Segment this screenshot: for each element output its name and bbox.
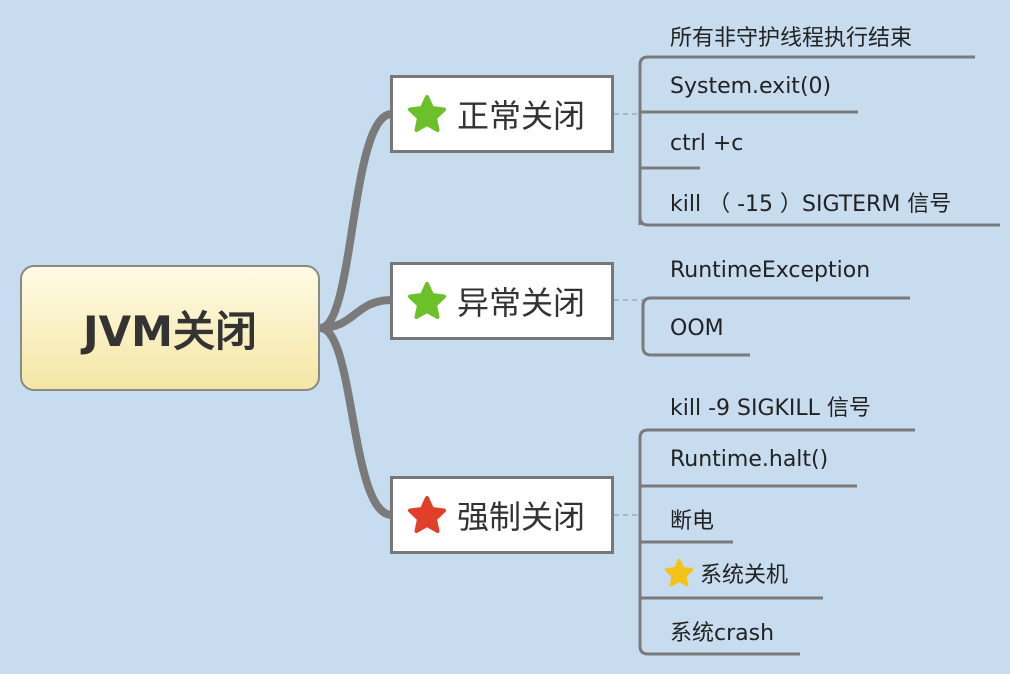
green-star-icon	[407, 94, 447, 134]
leaf-item[interactable]: 断电	[670, 509, 715, 534]
leaf-item[interactable]: OOM	[670, 316, 724, 341]
leaf-item-system-shutdown[interactable]: 系统关机	[670, 557, 788, 589]
connector-normal	[316, 110, 396, 332]
leaf-item[interactable]: ctrl +c	[670, 131, 744, 156]
connector-forced	[316, 324, 396, 519]
leaf-label: 系统关机	[700, 563, 789, 588]
leaf-item[interactable]: 所有非守护线程执行结束	[670, 26, 913, 51]
bracket-abnormal	[641, 296, 910, 347]
connector-abnormal	[316, 296, 396, 332]
branch-label: 异常关闭	[457, 284, 586, 322]
branch-label: 正常关闭	[457, 97, 586, 135]
root-node[interactable]: JVM关闭	[20, 265, 320, 391]
root-label: JVM关闭	[83, 306, 257, 356]
leaf-item[interactable]: RuntimeException	[670, 258, 871, 283]
leaf-item[interactable]: System.exit(0)	[670, 74, 832, 99]
leaf-item[interactable]: kill （ -15 ）SIGTERM 信号	[670, 192, 952, 217]
branch-label: 强制关闭	[457, 498, 586, 536]
leaf-item[interactable]: kill -9 SIGKILL 信号	[670, 396, 871, 421]
branch-forced-shutdown[interactable]: 强制关闭	[390, 476, 614, 554]
branch-normal-shutdown[interactable]: 正常关闭	[390, 75, 614, 153]
leaf-item[interactable]: 系统crash	[670, 621, 775, 646]
yellow-star-icon	[664, 558, 694, 588]
green-star-icon	[407, 281, 447, 321]
bracket-normal	[638, 55, 975, 225]
branch-abnormal-shutdown[interactable]: 异常关闭	[390, 262, 614, 340]
leaf-item[interactable]: Runtime.halt()	[670, 447, 829, 472]
bracket-forced	[638, 428, 915, 646]
red-star-icon	[407, 495, 447, 535]
